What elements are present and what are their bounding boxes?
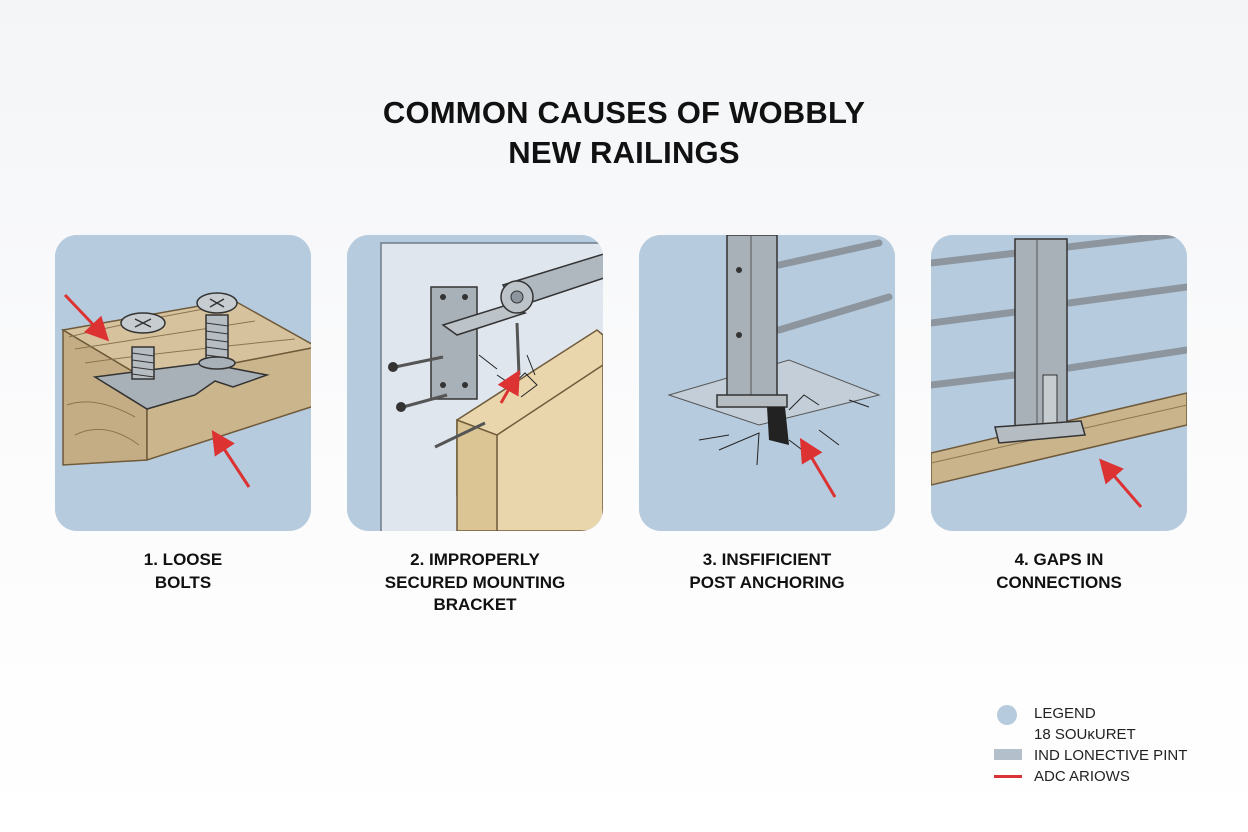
caption-line: 1. LOOSE: [143, 550, 223, 569]
circle-swatch-icon: [997, 705, 1017, 725]
loose-bolts-illustration: [55, 235, 311, 531]
caption-post-anchoring: 3. INSFIFICIENT POST ANCHORING: [639, 549, 895, 594]
caption-line: BRACKET: [433, 595, 517, 614]
legend-label: 18 SOUĸURET: [1034, 726, 1136, 743]
caption-line: CONNECTIONS: [996, 572, 1122, 592]
caption-loose-bolts: 1. LOOSE BOLTS: [55, 549, 311, 594]
title-line-1: COMMON CAUSES OF WOBBLY: [382, 95, 866, 130]
connection-gaps-illustration: [931, 235, 1187, 531]
title-line-2: NEW RAILINGS: [508, 135, 740, 170]
diagram-title: COMMON CAUSES OF WOBBLY NEW RAILINGS: [0, 93, 1248, 173]
mounting-bracket-illustration: [347, 235, 603, 531]
caption-line: BOLTS: [154, 572, 212, 592]
arrow-line-swatch-icon: [994, 775, 1022, 778]
legend-row: ADC ARIOWS: [992, 767, 1232, 788]
caption-line: 4. GAPS IN: [1014, 550, 1104, 569]
legend-row: 18 SOUĸURET: [992, 725, 1232, 746]
caption-mounting-bracket: 2. IMPROPERLY SECURED MOUNTING BRACKET: [347, 549, 603, 617]
caption-line: SECURED MOUNTING: [384, 572, 566, 592]
legend-label: ADC ARIOWS: [1034, 768, 1130, 785]
caption-line: 3. INSFIFICIENT: [702, 550, 832, 569]
loose-bolts-panel: [55, 235, 311, 531]
legend: LEGEND 18 SOUĸURET IND LONECTIVE PINT AD…: [992, 704, 1232, 788]
mounting-bracket-panel: [347, 235, 603, 531]
post-anchoring-illustration: [639, 235, 895, 531]
legend-row: LEGEND: [992, 704, 1232, 725]
legend-row: IND LONECTIVE PINT: [992, 746, 1232, 767]
caption-line: 2. IMPROPERLY: [410, 550, 540, 569]
legend-label: IND LONECTIVE PINT: [1034, 747, 1188, 764]
rect-swatch-icon: [994, 749, 1022, 760]
caption-connection-gaps: 4. GAPS IN CONNECTIONS: [931, 549, 1187, 594]
post-anchoring-panel: [639, 235, 895, 531]
connection-gaps-panel: [931, 235, 1187, 531]
legend-label: LEGEND: [1034, 705, 1096, 722]
caption-line: POST ANCHORING: [689, 572, 845, 592]
